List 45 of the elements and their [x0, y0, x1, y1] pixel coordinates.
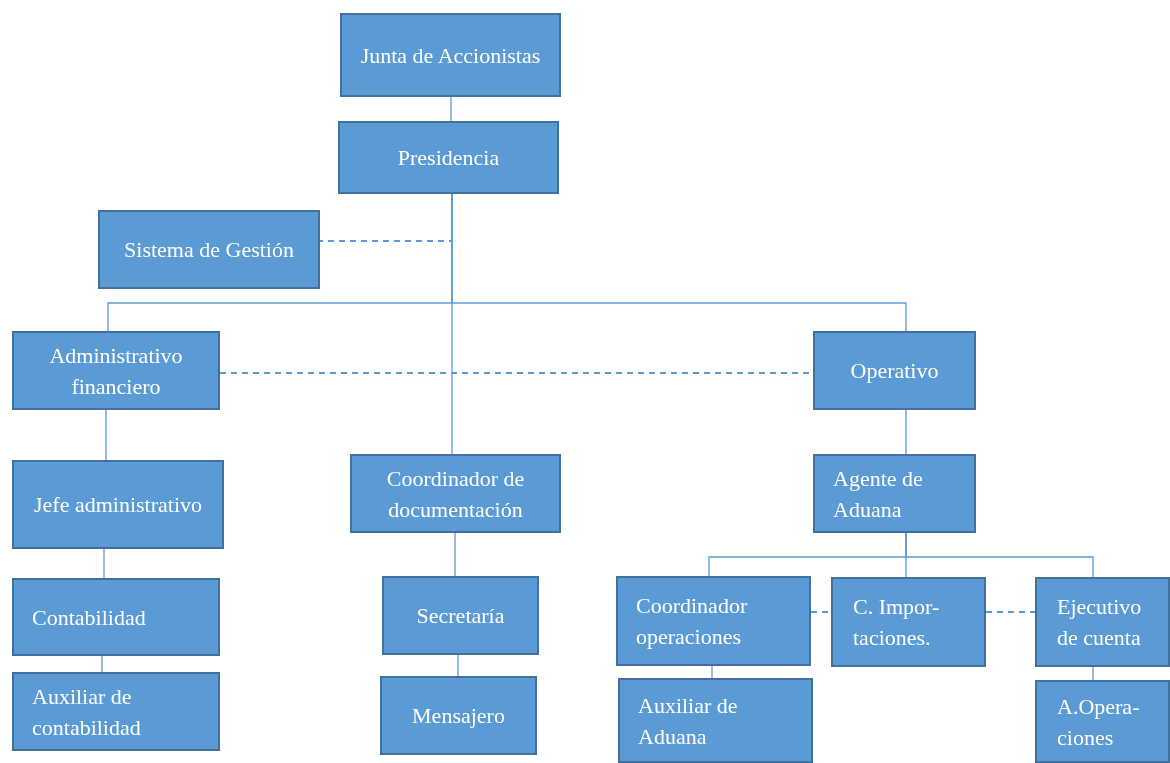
org-box	[616, 576, 811, 666]
org-box	[1035, 680, 1170, 763]
role-label: Presidencia	[397, 144, 500, 172]
org-box	[12, 578, 220, 656]
connector-line	[105, 409, 107, 461]
org-box	[338, 121, 559, 194]
org-box	[12, 331, 220, 410]
org-box	[1035, 577, 1170, 667]
connector-line	[905, 409, 907, 455]
org-box	[98, 210, 320, 289]
connector-line	[457, 654, 459, 677]
role-label: Coordinador de documentación	[385, 464, 526, 524]
org-box	[340, 13, 561, 97]
dashed-connector	[985, 611, 1036, 613]
connector-line	[101, 655, 103, 673]
connector-line	[1092, 666, 1094, 681]
role-label: Administrativo financiero	[48, 341, 184, 401]
role-label: A.Opera- ciones	[1057, 692, 1141, 752]
org-box	[350, 454, 561, 533]
role-label: Coordinador operaciones	[636, 592, 749, 651]
role-label: Contabilidad	[32, 603, 146, 632]
role-label: Auxiliar de contabilidad	[32, 682, 142, 742]
org-box	[618, 678, 813, 763]
role-label: Operativo	[850, 357, 939, 385]
connector-line	[711, 665, 713, 679]
connector-line	[103, 548, 105, 579]
role-label: Mensajero	[412, 702, 505, 730]
role-label: Ejecutivo de cuenta	[1057, 593, 1143, 652]
org-box	[382, 576, 539, 655]
role-label: Auxiliar de Aduana	[638, 691, 739, 751]
org-box	[380, 676, 537, 755]
org-box	[12, 672, 220, 751]
role-label: Junta de Accionistas	[360, 41, 541, 70]
connector-line	[454, 532, 456, 577]
role-label: Agente de Aduana	[833, 464, 924, 524]
role-label: C. Impor- taciones.	[853, 593, 941, 652]
org-box	[831, 577, 986, 667]
org-box	[813, 454, 976, 533]
role-label: Secretaría	[416, 602, 505, 630]
org-box	[813, 331, 976, 410]
role-label: Jefe administrativo	[34, 491, 202, 519]
org-box	[12, 460, 224, 549]
connector-line	[905, 532, 1094, 578]
role-label: Sistema de Gestión	[124, 236, 294, 264]
connector-line	[450, 96, 452, 122]
